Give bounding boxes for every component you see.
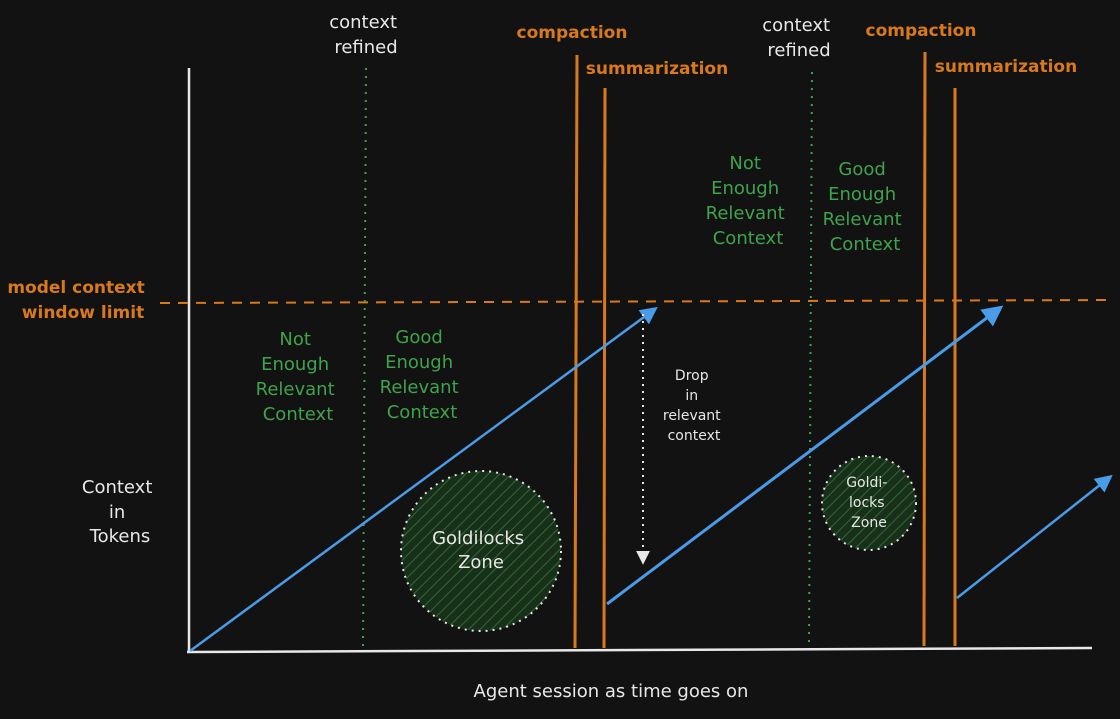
summarization-line-1 <box>602 87 607 649</box>
context-refined-line-1 <box>362 67 367 649</box>
context-refined-line-2 <box>808 71 813 646</box>
good-enough-context-label-1: Good Enough Relevant Context <box>380 327 465 423</box>
goldilocks-label-1: Goldilocks Zone <box>432 528 530 573</box>
context-refined-label-2: context refined <box>762 15 836 61</box>
compaction-line-1 <box>573 54 579 649</box>
drop-annotation: Drop in relevant context <box>663 368 725 444</box>
compaction-label-1: compaction <box>517 23 628 43</box>
good-enough-context-label-2: Good Enough Relevant Context <box>823 159 908 255</box>
goldilocks-zone-1 <box>400 470 562 632</box>
context-growth-arrow-1 <box>189 306 658 653</box>
goldilocks-zone-2 <box>821 455 917 551</box>
y-axis-label: Context in Tokens <box>82 477 158 547</box>
compaction-line-2 <box>922 51 927 647</box>
summarization-label-1: summarization <box>586 59 728 79</box>
context-limit-label: model context window limit <box>7 278 150 323</box>
context-growth-arrow-3 <box>956 474 1113 599</box>
context-refined-label-1: context refined <box>329 12 403 58</box>
summarization-label-2: summarization <box>935 57 1077 77</box>
goldilocks-label-2: Goldi- locks Zone <box>846 475 892 531</box>
context-growth-arrow-2 <box>606 305 1004 606</box>
context-limit-line <box>159 299 1113 304</box>
not-enough-context-label-1: Not Enough Relevant Context <box>256 329 341 425</box>
compaction-label-2: compaction <box>866 21 977 41</box>
not-enough-context-label-2: Not Enough Relevant Context <box>706 153 791 249</box>
x-axis <box>186 646 1093 654</box>
x-axis-label: Agent session as time goes on <box>474 681 749 702</box>
